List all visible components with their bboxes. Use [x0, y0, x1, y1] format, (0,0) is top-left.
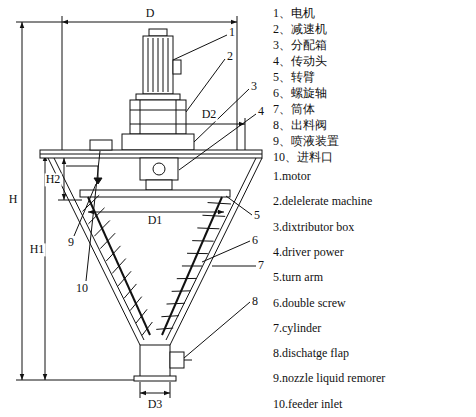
legend-text: 4、传动头 — [272, 55, 328, 68]
legend-text: 2.delelerate machine — [272, 196, 373, 209]
callout-label: H — [8, 193, 19, 206]
legend-text: 9.nozzle liquid remorer — [272, 373, 386, 386]
legend-text: 3.dixtributor box — [272, 221, 355, 234]
legend-text: 8.dischatge flap — [272, 348, 350, 361]
dimension-lines — [16, 16, 245, 398]
callout-label: H1 — [29, 243, 46, 256]
legend-text: 9、喷液装置 — [272, 135, 340, 148]
callout-label: 7 — [257, 259, 265, 272]
screw-flight — [172, 290, 191, 292]
callout-label: 8 — [251, 295, 259, 308]
screw-flight — [118, 271, 131, 286]
legend-text: 6、螺旋轴 — [272, 87, 328, 100]
legend-text: 3、分配箱 — [272, 39, 328, 52]
screw-flight — [156, 328, 173, 329]
callout-label: 2 — [226, 50, 234, 63]
screw-flight — [106, 246, 120, 261]
legend-text: 8、出料阀 — [272, 119, 328, 132]
screw-flight — [94, 220, 110, 236]
cover-plate — [40, 150, 262, 158]
legend-text: 7、筒体 — [272, 103, 316, 116]
legend-text: 5、转臂 — [272, 71, 316, 84]
screw-flight — [124, 284, 136, 298]
legend-text: 6.double screw — [272, 297, 347, 310]
legend-text: 7.cylinder — [272, 322, 322, 335]
callout-label: D2 — [201, 108, 218, 121]
callout-label: 6 — [251, 234, 259, 247]
legend-text: 2、减速机 — [272, 23, 328, 36]
screw-flight — [202, 215, 225, 216]
legend-text: 1、电机 — [272, 7, 316, 20]
screw-flight — [167, 303, 185, 305]
callout-label: 9 — [67, 236, 75, 249]
screw-flight — [112, 259, 126, 274]
legend-text: 1.motor — [272, 170, 312, 183]
screw-flight — [182, 265, 202, 266]
screw-flight — [142, 322, 152, 335]
callout-label: H2 — [45, 173, 62, 186]
callout-label: 1 — [228, 26, 236, 39]
screw-flight — [197, 227, 219, 229]
reducer — [130, 94, 186, 134]
callout-label: D3 — [147, 398, 164, 411]
callout-label: D1 — [147, 214, 164, 227]
screw-flight — [187, 253, 208, 254]
screw-flight — [208, 203, 231, 204]
callout-label: D — [145, 7, 156, 20]
callout-label: 10 — [75, 282, 89, 295]
legend-text: 10.feeder inlet — [272, 398, 343, 411]
double-screw — [82, 195, 231, 335]
legend-text: 10、进料口 — [272, 151, 334, 164]
motor — [143, 29, 181, 94]
callout-label: 4 — [257, 105, 265, 118]
turn-arm — [80, 190, 230, 197]
callout-label: 3 — [250, 80, 258, 93]
screw-flight — [136, 309, 147, 323]
screw-flight — [130, 297, 142, 311]
leader-lines — [74, 35, 256, 358]
feeder-inlet — [90, 140, 112, 150]
screw-flight — [192, 240, 213, 242]
callout-label: 5 — [253, 209, 261, 222]
screw-flight — [88, 208, 104, 224]
screw-flight — [100, 233, 115, 248]
driving-head — [140, 158, 178, 190]
screw-flight — [161, 316, 179, 317]
cylinder — [48, 158, 262, 381]
legend-text: 4.driver power — [272, 246, 345, 259]
screw-flight — [177, 278, 197, 279]
legend-text: 5.turn arm — [272, 272, 324, 285]
distributor-box — [122, 134, 194, 150]
